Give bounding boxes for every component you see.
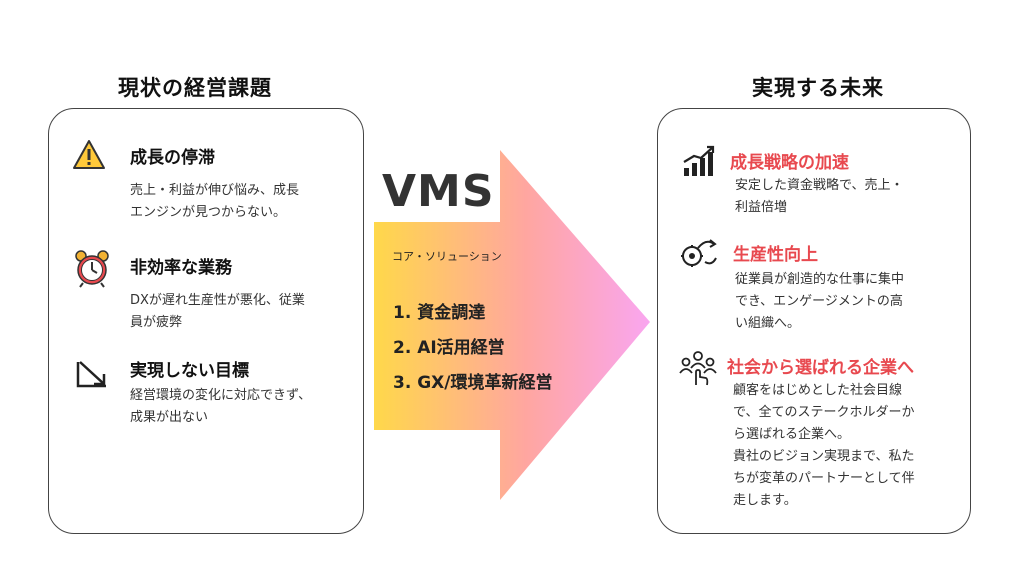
core-solution-item-2: 2. AI活用経営	[393, 338, 505, 358]
issue-title-2: 非効率な業務	[130, 258, 232, 278]
future-desc-3: 顧客をはじめとした社会目線 で、全てのステークホルダーか ら選ばれる企業へ。 貴…	[733, 383, 915, 508]
future-panel	[657, 108, 971, 534]
warning-icon	[72, 138, 106, 172]
future-title-1: 成長戦略の加速	[730, 153, 849, 173]
vms-arrow-shape	[374, 150, 650, 500]
current-issues-heading: 現状の経営課題	[118, 76, 272, 100]
vms-title: VMS	[382, 166, 495, 217]
issue-title-3: 実現しない目標	[130, 361, 249, 381]
declining-chart-icon	[74, 356, 110, 390]
issue-desc-3: 経営環境の変化に対応できず、 成果が出ない	[130, 388, 312, 425]
core-solution-item-1: 1. 資金調達	[393, 303, 486, 323]
issue-title-1: 成長の停滞	[130, 148, 215, 168]
alarm-clock-icon	[74, 248, 110, 288]
growth-chart-icon	[680, 144, 716, 178]
people-select-icon	[678, 348, 718, 386]
issue-desc-2: DXが遅れ生産性が悪化、従業 員が疲弊	[130, 293, 305, 330]
core-solution-item-3: 3. GX/環境革新経営	[393, 373, 553, 393]
productivity-icon	[680, 236, 718, 272]
future-title-2: 生産性向上	[733, 245, 818, 265]
future-desc-1: 安定した資金戦略で、売上・ 利益倍増	[735, 178, 904, 215]
core-solution-label: コア・ソリューション	[392, 250, 502, 263]
future-title-3: 社会から選ばれる企業へ	[727, 358, 914, 378]
issue-desc-1: 売上・利益が伸び悩み、成長 エンジンが見つからない。	[130, 183, 300, 220]
future-heading: 実現する未来	[752, 76, 884, 100]
future-desc-2: 従業員が創造的な仕事に集中 でき、エンゲージメントの高 い組織へ。	[735, 272, 905, 331]
current-issues-panel	[48, 108, 364, 534]
